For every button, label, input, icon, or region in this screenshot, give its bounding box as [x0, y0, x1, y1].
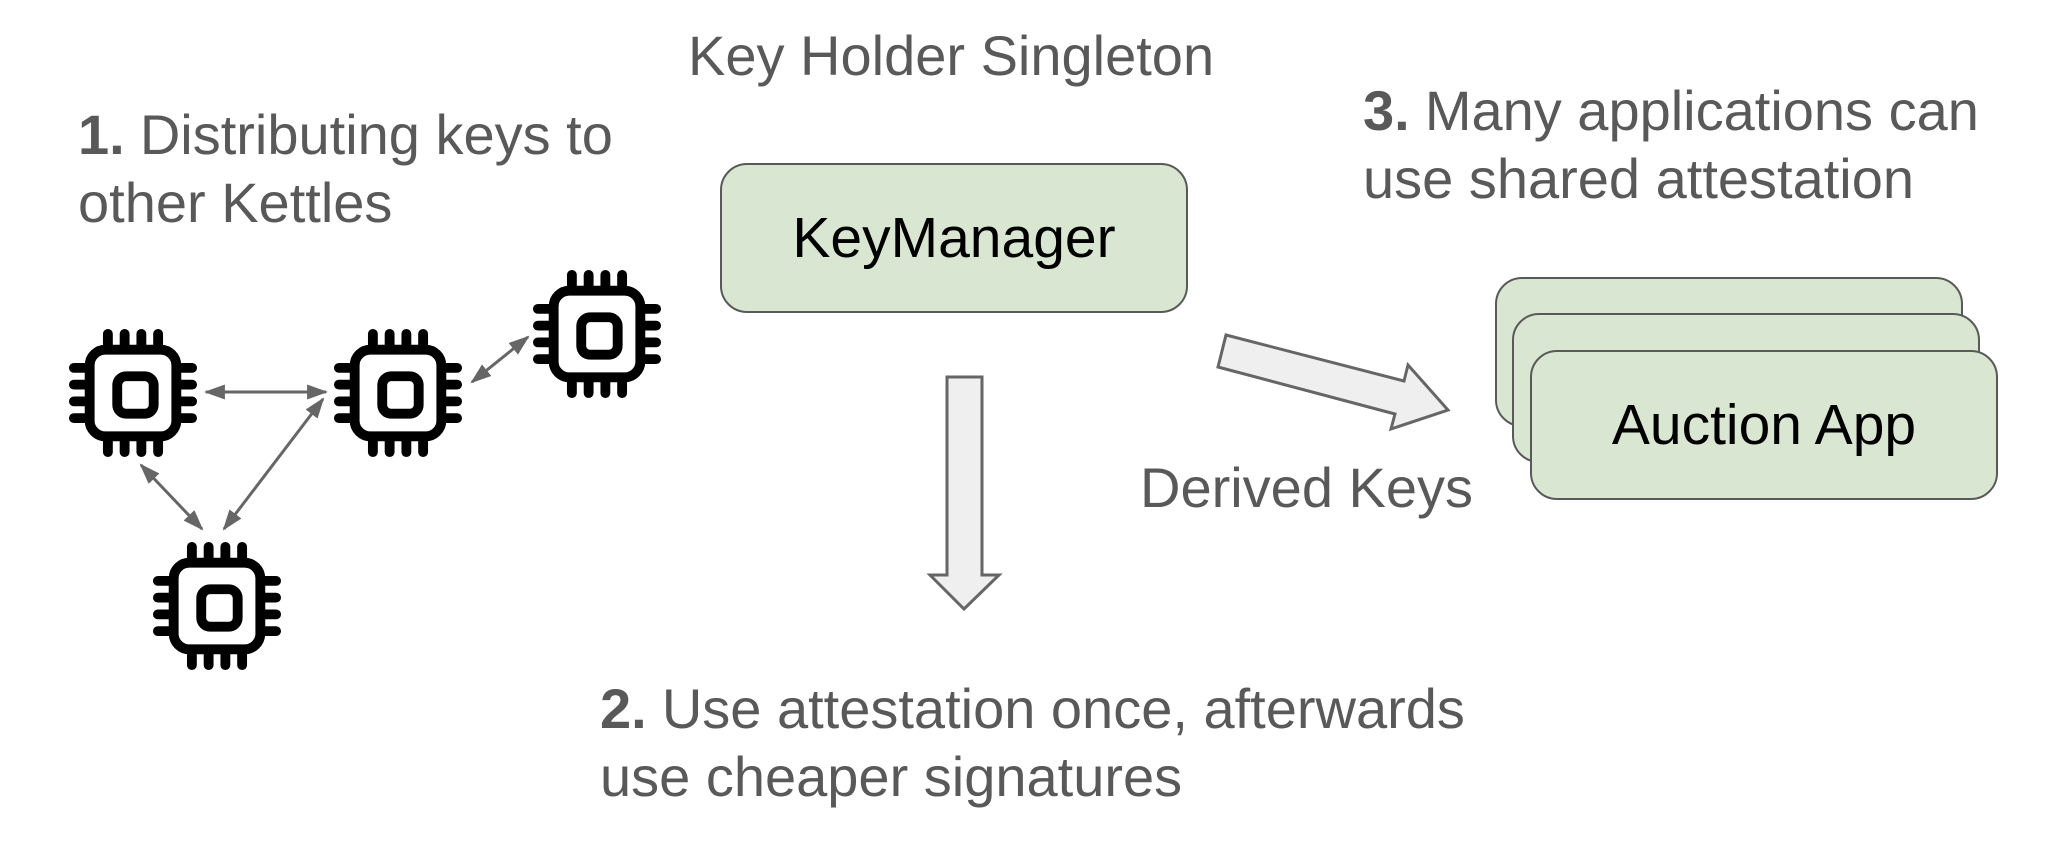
chip-icon-bottom — [152, 541, 282, 671]
note-distributing-keys-line1: 1.Distributing keys to — [78, 103, 613, 166]
note-attestation-once-line2: use cheaper signatures — [600, 745, 1183, 808]
auction-app-label: Auction App — [1611, 393, 1917, 457]
key-manager-box: KeyManager — [720, 163, 1188, 313]
note-shared-attestation: 3.Many applications can use shared attes… — [1363, 77, 1979, 213]
note-shared-attestation-line1: 3.Many applications can — [1363, 79, 1979, 142]
note-attestation-once-line1: 2.Use attestation once, afterwards — [600, 677, 1465, 740]
chip-icon-topright — [532, 269, 662, 399]
note-attestation-once: 2.Use attestation once, afterwards use c… — [600, 675, 1465, 811]
chip-link-middle-bottom — [222, 397, 325, 531]
note-distributing-keys: 1.Distributing keys to other Kettles — [78, 101, 613, 237]
note-shared-attestation-line2: use shared attestation — [1363, 147, 1915, 210]
note-number-1: 1. — [78, 103, 125, 166]
diagram-title: Key Holder Singleton — [688, 24, 1215, 87]
chip-icon-left — [68, 328, 198, 458]
chip-link-middle-topright — [470, 335, 530, 384]
note-number-3: 3. — [1363, 79, 1410, 142]
diagonal-block-arrow — [1216, 333, 1451, 432]
chip-icon-middle — [333, 328, 463, 458]
chip-link-left-bottom — [139, 463, 204, 531]
note-number-2: 2. — [600, 677, 647, 740]
key-manager-label: KeyManager — [792, 206, 1116, 270]
note-distributing-keys-line2: other Kettles — [78, 171, 393, 234]
auction-app-box-front: Auction App — [1530, 350, 1998, 500]
down-block-arrow — [926, 375, 1003, 612]
derived-keys-label: Derived Keys — [1140, 456, 1474, 519]
